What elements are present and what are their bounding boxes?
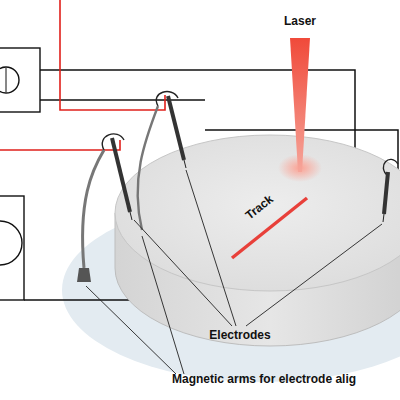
leader-line — [86, 170, 382, 374]
red-wire — [0, 0, 165, 150]
disk — [115, 135, 400, 346]
laser-beam — [278, 38, 322, 182]
electrodes-label: Electrodes — [209, 329, 270, 342]
instrument — [0, 48, 40, 300]
laser-label: Laser — [284, 15, 316, 28]
magnetic-arm — [83, 106, 158, 268]
magnetic-arms-label: Magnetic arms for electrode alig — [172, 373, 356, 386]
electrode-probe — [102, 92, 398, 222]
magnet-base — [77, 268, 91, 282]
